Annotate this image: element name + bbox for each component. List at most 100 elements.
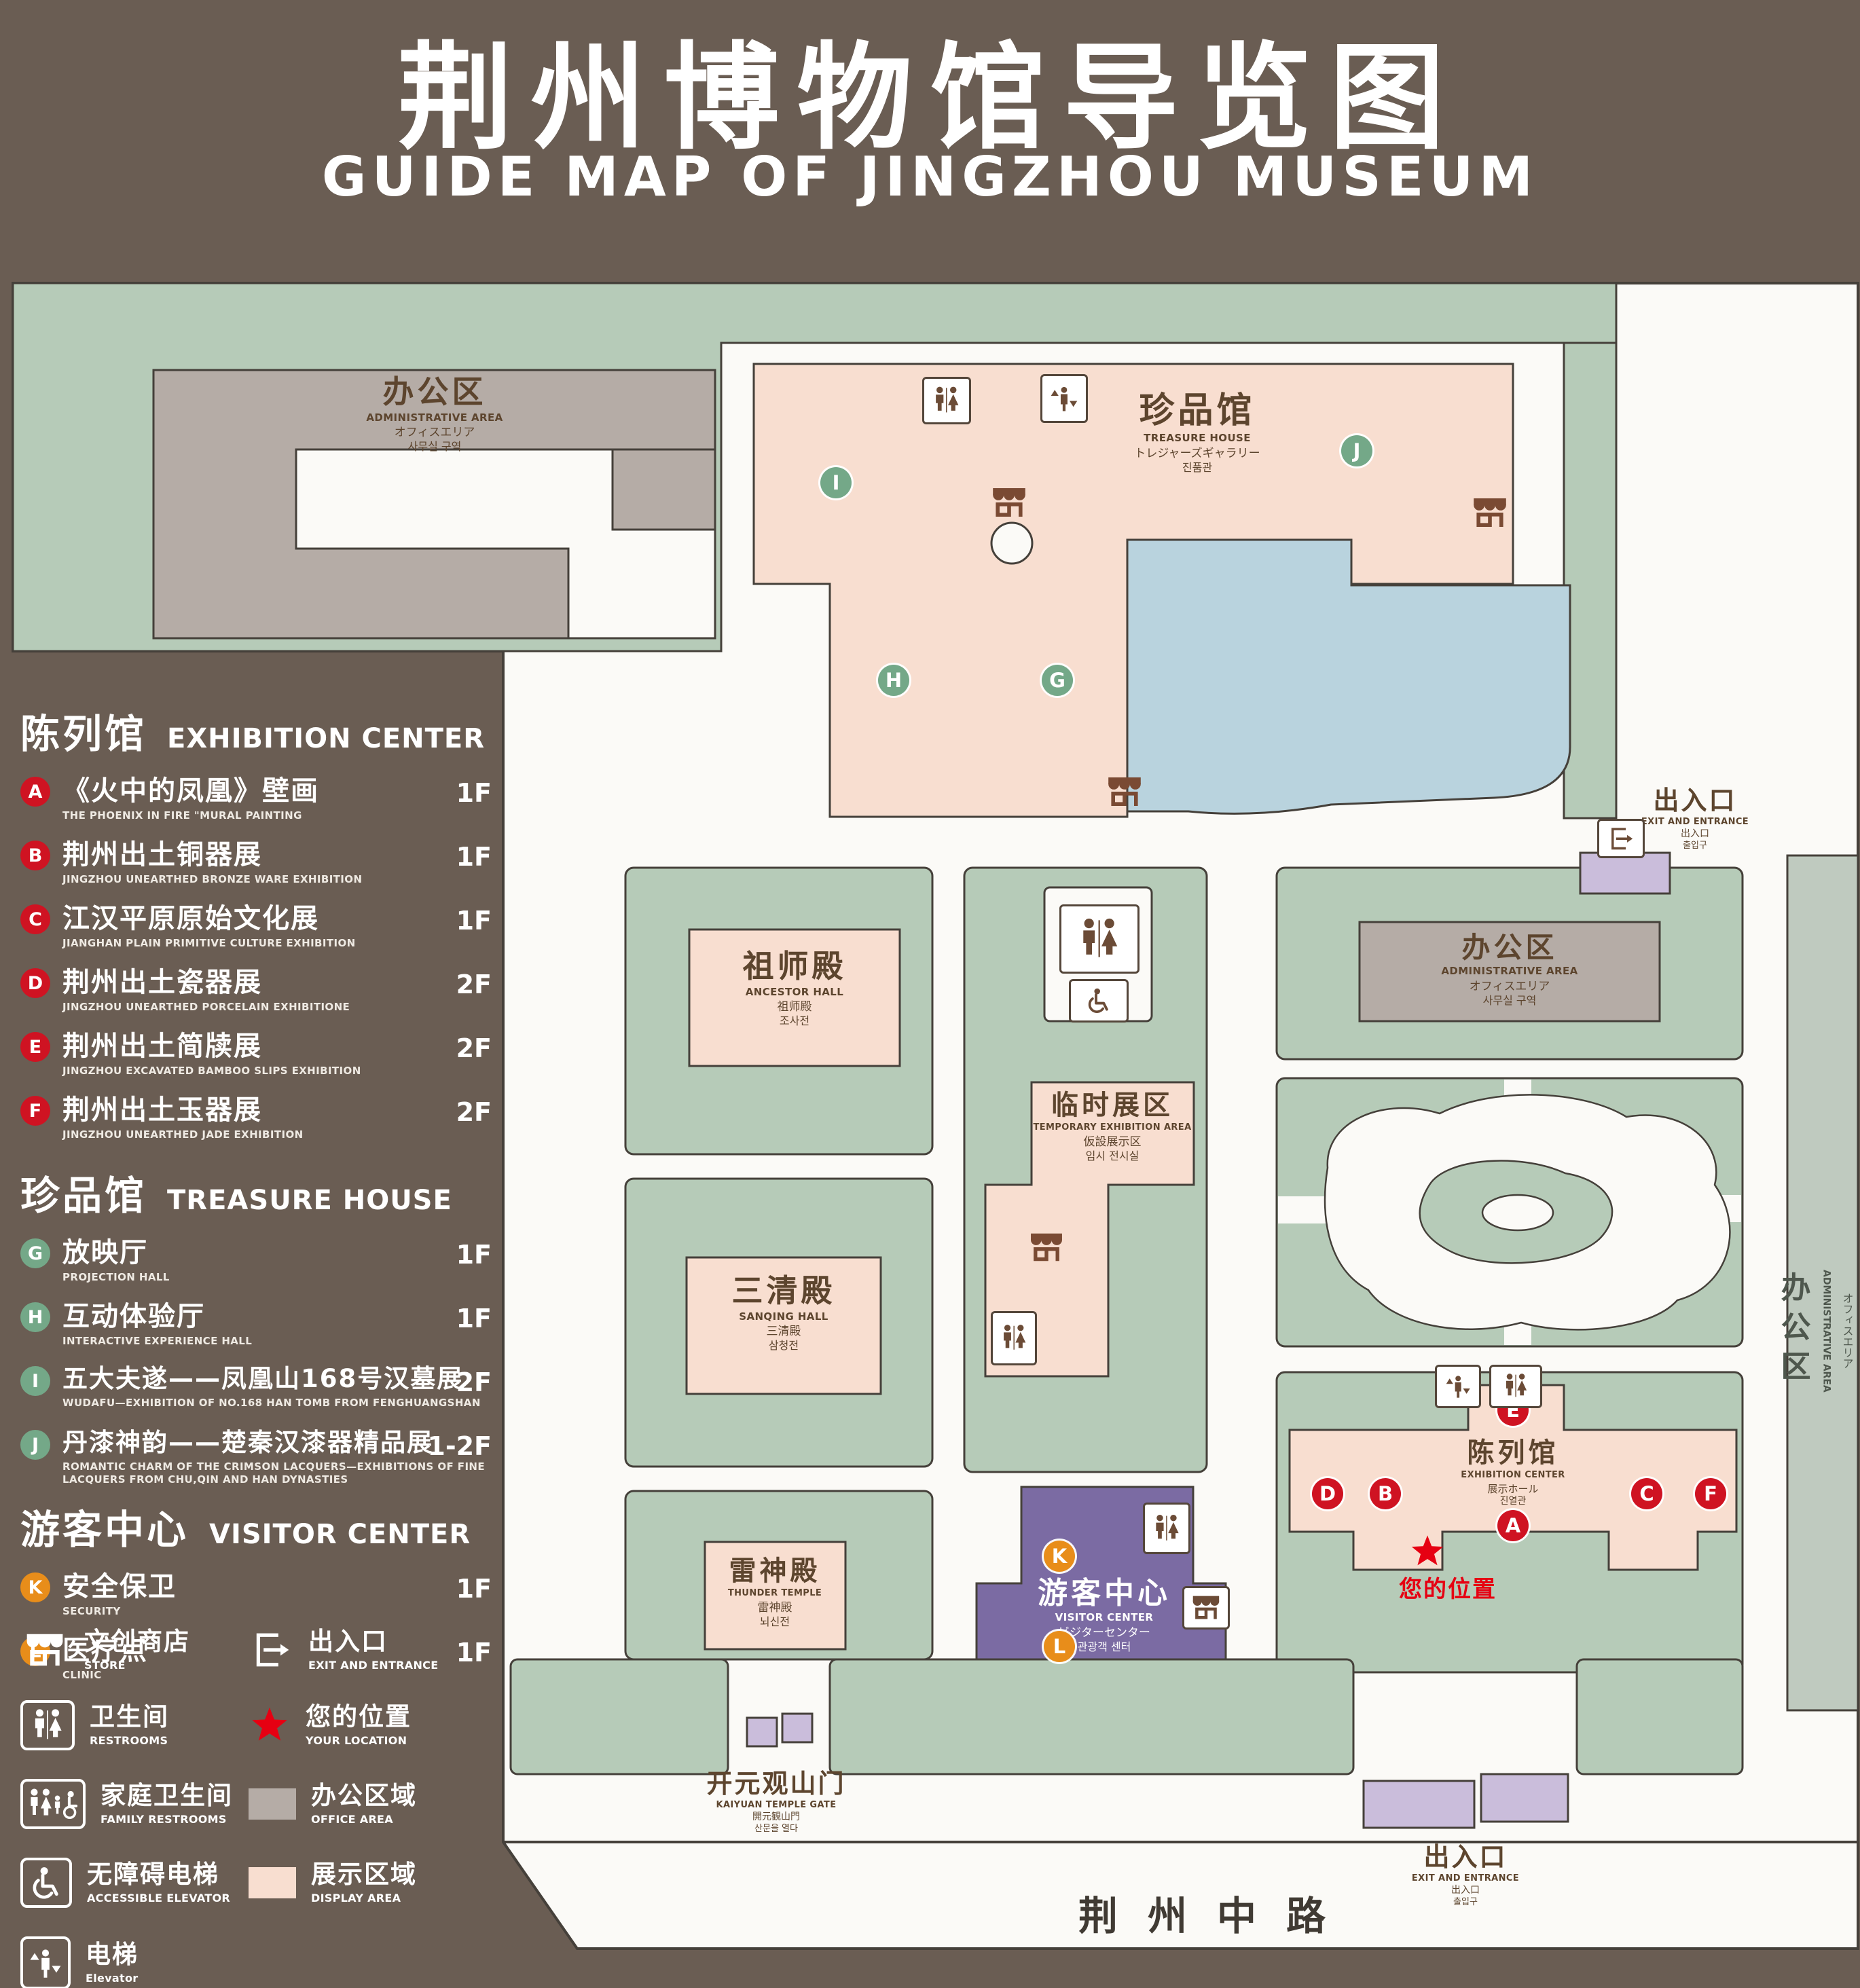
symbol-labels: 无障碍电梯 ACCESSIBLE ELEVATOR (87, 1859, 230, 1904)
legend-marker-d: D (20, 968, 50, 998)
legend-item-floor: 1F (456, 842, 492, 872)
symbol-empty-cell (249, 1936, 493, 1988)
legend-item-floor: 1F (456, 906, 492, 936)
label-zh: 开元观山门 (706, 1769, 846, 1799)
legend-item-zh: 江汉平原原始文化展 (62, 903, 319, 934)
legend-item-floor: 1-2F (427, 1431, 492, 1461)
label-en: EXIT AND ENTRANCE (1641, 816, 1749, 827)
legend-panel: 陈列馆 EXHIBITION CENTER A 《火中的凤凰》壁画 1F THE… (20, 693, 492, 1699)
label-kr: 뇌신전 (759, 1615, 790, 1629)
map-marker-b: B (1370, 1478, 1401, 1509)
label-kr: 사무실 구역 (1482, 993, 1537, 1007)
legend-marker-j: J (20, 1430, 50, 1460)
symbol-en: ACCESSIBLE ELEVATOR (87, 1891, 230, 1904)
green-right-strip (1563, 342, 1618, 820)
symbol-en: Elevator (86, 1971, 139, 1985)
legend-item-en: WUDAFU—EXHIBITION OF NO.168 HAN TOMB FRO… (62, 1396, 481, 1409)
section-title-zh: 陈列馆 (20, 711, 147, 757)
legend-item-c: C 江汉平原原始文化展 1F JIANGHAN PLAIN PRIMITIVE … (20, 903, 492, 963)
label-en: TREASURE HOUSE (1144, 432, 1251, 445)
legend-marker-k: K (20, 1572, 50, 1602)
restroom-icon (20, 1699, 75, 1750)
legend-item-floor: 2F (456, 1033, 492, 1063)
label-kr: 산문을 열다 (754, 1823, 798, 1834)
label-admin-far-right: 办公区 ADMINISTRATIVE AREA オフィスエリア 사무실 구역 (1776, 1059, 1860, 1602)
symbol-labels: 您的位置 YOUR LOCATION (306, 1701, 412, 1747)
legend-item-zh: 放映厅 (62, 1237, 148, 1268)
label-kr: 조사전 (779, 1014, 810, 1028)
symbol-labels: 卫生间 RESTROOMS (90, 1701, 169, 1747)
label-zh: 出入口 (1423, 1842, 1508, 1872)
label-kr: 임시 전시실 (1085, 1149, 1139, 1163)
label-kr: 관광객 센터 (1077, 1640, 1131, 1654)
label-ja: 展示ホール (1487, 1483, 1539, 1496)
section-title-en: TREASURE HOUSE (167, 1185, 452, 1216)
legend-item-e: E 荆州出土简牍展 2F JINGZHOU EXCAVATED BAMBOO S… (20, 1031, 492, 1090)
symbol-zh: 无障碍电梯 (87, 1859, 219, 1889)
label-en: THUNDER TEMPLE (727, 1587, 822, 1598)
legend-item-floor: 1F (456, 1304, 492, 1333)
label-zh: 祖师殿 (742, 948, 847, 984)
label-sanqing-hall: 三清殿 SANQING HALL 三清殿 삼청전 (661, 1272, 906, 1352)
legend-marker-e: E (20, 1032, 50, 1062)
symbol-zh: 办公区域 (311, 1780, 417, 1810)
legend-item-en: CLINIC (62, 1669, 102, 1681)
section-title-zh: 游客中心 (20, 1507, 189, 1553)
label-treasure-house: 珍品馆 TREASURE HOUSE トレジャーズギャラリー 진품관 (980, 391, 1415, 474)
label-zh: 三清殿 (731, 1272, 836, 1309)
label-temporary-exhibition: 临时展区 TEMPORARY EXHIBITION AREA 仮設展示区 임시 … (970, 1090, 1255, 1162)
label-en: ANCESTOR HALL (745, 985, 844, 998)
label-kr: 출입구 (1683, 840, 1707, 851)
legend-section-visitor-center: 游客中心 VISITOR CENTER (20, 1498, 492, 1555)
label-en: SANQING HALL (739, 1310, 828, 1323)
label-en: VISITOR CENTER (1055, 1611, 1154, 1624)
legend-item-zh: 丹漆神韵——楚秦汉漆器精品展 (62, 1428, 433, 1457)
map-marker-g: G (1042, 665, 1073, 696)
green-band-2 (828, 1658, 1355, 1775)
admin-building-top-left (152, 369, 716, 640)
legend-item-floor: 1F (456, 1240, 492, 1270)
sanqing-hall-building (685, 1256, 882, 1395)
map-marker-f: F (1695, 1478, 1726, 1509)
legend-item-en: SECURITY (62, 1605, 121, 1617)
symbol-zh: 家庭卫生间 (101, 1780, 233, 1810)
legend-item-f: F 荆州出土玉器展 2F JINGZHOU UNEARTHED JADE EXH… (20, 1094, 492, 1154)
symbol-en: RESTROOMS (90, 1733, 168, 1747)
legend-item-en: JINGZHOU UNEARTHED PORCELAIN EXHIBITIONE (62, 1001, 350, 1013)
label-en: KAIYUAN TEMPLE GATE (716, 1799, 837, 1810)
label-en: EXHIBITION CENTER (1461, 1469, 1565, 1480)
legend-marker-c: C (20, 904, 50, 934)
symbol-en: STORE (84, 1658, 126, 1672)
label-kr: 진품관 (1182, 461, 1213, 475)
symbol-zh: 卫生间 (90, 1701, 169, 1731)
legend-item-zh: 荆州出土瓷器展 (62, 967, 262, 998)
label-en: TEMPORARY EXHIBITION AREA (1033, 1122, 1192, 1133)
label-ja: オフィスエリア (1840, 1293, 1854, 1369)
location-star-icon (249, 1705, 291, 1746)
symbol-en: YOUR LOCATION (306, 1733, 407, 1747)
family-restroom-icon (20, 1778, 86, 1829)
store-icon (1469, 494, 1511, 532)
symbol-zh: 您的位置 (306, 1701, 412, 1731)
map-marker-c: C (1631, 1478, 1662, 1509)
symbol-en: DISPLAY AREA (311, 1891, 401, 1904)
symbol-zh: 文创商店 (84, 1627, 190, 1656)
elevator-icon (1040, 374, 1088, 423)
label-ja: 祖师殿 (777, 1000, 812, 1014)
label-en: ADMINISTRATIVE AREA (1441, 965, 1578, 978)
entrance-blocks (746, 851, 1671, 1829)
map-marker-k: K (1044, 1541, 1075, 1572)
elevator-icon (20, 1936, 71, 1988)
legend-item-zh: 互动体验厅 (62, 1301, 205, 1332)
legend-item-k: K 安全保卫 1F SECURITY (20, 1571, 492, 1631)
admin-building-stub (611, 448, 716, 531)
office-area-swatch (249, 1788, 296, 1820)
treasure-house-building (752, 363, 1514, 818)
label-exit-top-right: 出入口 EXIT AND ENTRANCE 出入口 출입구 (1573, 786, 1817, 851)
label-ja: 雷神殿 (757, 1601, 792, 1615)
label-zh: 办公区 (382, 373, 487, 410)
label-zh: 临时展区 (1051, 1090, 1173, 1121)
